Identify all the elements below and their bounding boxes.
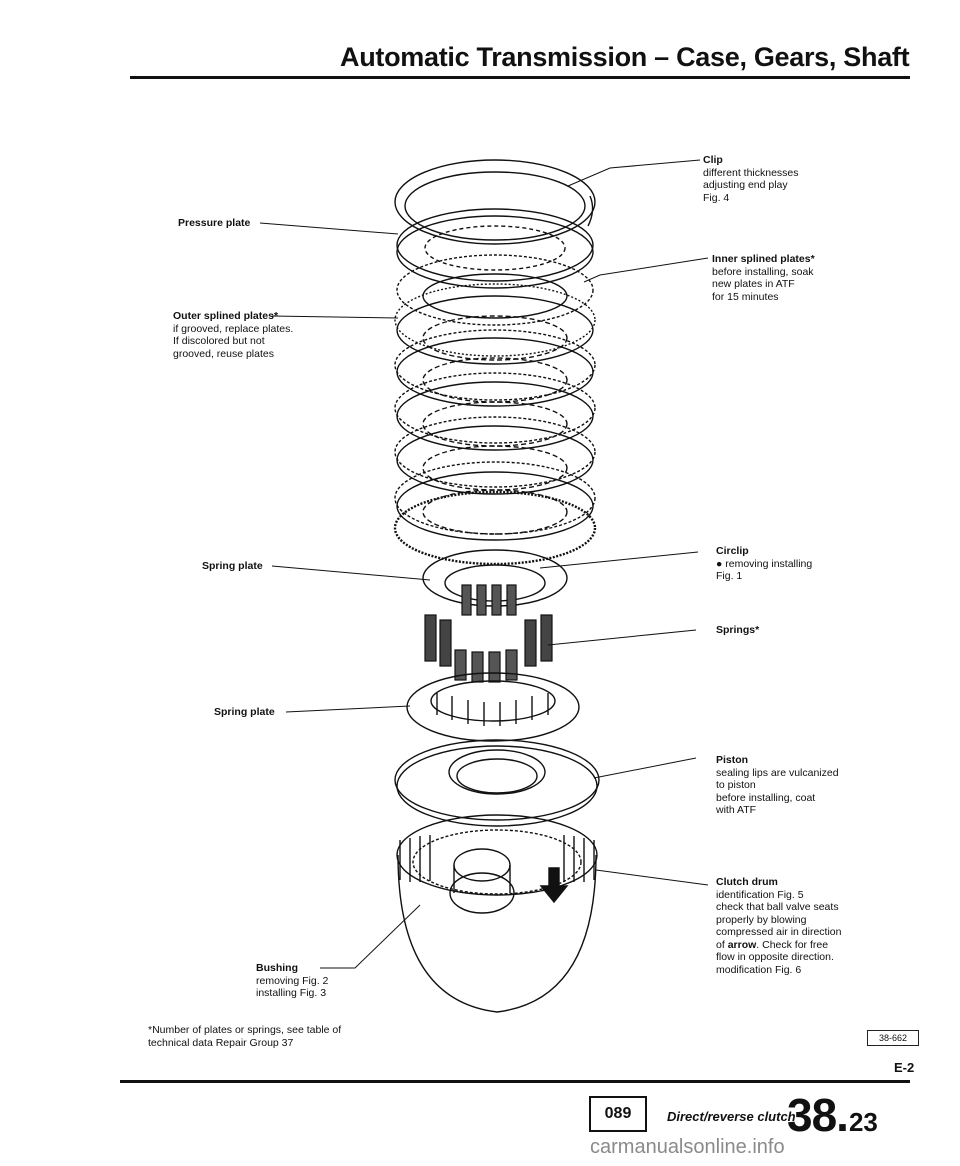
spring-plate-lower-part xyxy=(406,672,580,742)
label-spring-plate-lower: Spring plate xyxy=(214,706,275,718)
circlip-top-part xyxy=(394,159,596,245)
leader-springs xyxy=(547,629,697,646)
leader-pressure-plate xyxy=(259,222,399,235)
footnote: *Number of plates or springs, see table … xyxy=(148,1024,342,1049)
leader-bushing xyxy=(320,904,421,969)
label-springs: Springs* xyxy=(716,624,760,636)
label-circlip-top-title: Clip xyxy=(703,154,723,166)
label-spring-plate-upper: Spring plate xyxy=(202,560,263,572)
page-id: E-2 xyxy=(894,1060,915,1075)
plate-stack xyxy=(393,254,597,566)
section-title: Direct/reverse clutch xyxy=(667,1109,796,1124)
arrow-marker xyxy=(539,867,569,904)
leader-clutch-drum xyxy=(595,869,709,886)
springs-part xyxy=(424,584,553,683)
label-clutch-drum: Clutch drum identification Fig. 5 check … xyxy=(716,876,842,976)
leader-outer-splined xyxy=(271,315,399,319)
leader-inner-splined xyxy=(583,257,709,283)
label-bushing: Bushing removing Fig. 2 installing Fig. … xyxy=(256,962,329,999)
model-box: 089 xyxy=(589,1096,647,1132)
pressure-plate-part xyxy=(396,208,594,289)
watermark: carmanualsonline.info xyxy=(590,1136,785,1158)
label-inner-splined-plates: Inner splined plates* before installing,… xyxy=(712,253,815,303)
footer-rule xyxy=(120,1080,910,1083)
leader-circlip-mid xyxy=(539,551,699,569)
label-circlip-top: Clip different thicknesses adjusting end… xyxy=(703,154,799,204)
label-pressure-plate: Pressure plate xyxy=(178,217,251,229)
label-piston: Piston sealing lips are vulcanized to pi… xyxy=(716,754,839,816)
leader-piston xyxy=(593,757,697,779)
figure-reference: 38-662 xyxy=(867,1030,919,1046)
piston-part xyxy=(394,739,600,827)
header-rule xyxy=(130,76,910,79)
leader-spring-plate-2 xyxy=(285,705,411,713)
leader-spring-plate-1 xyxy=(271,565,431,581)
page-number: 38.23 xyxy=(787,1089,878,1141)
label-outer-splined-plates: Outer splined plates* if grooved, replac… xyxy=(173,310,294,360)
page-title: Automatic Transmission – Case, Gears, Sh… xyxy=(340,42,910,72)
clutch-drum-part xyxy=(396,814,598,1013)
leader-circlip-top xyxy=(567,159,701,187)
label-circlip-mid: Circlip ● removing installing Fig. 1 xyxy=(716,545,813,582)
